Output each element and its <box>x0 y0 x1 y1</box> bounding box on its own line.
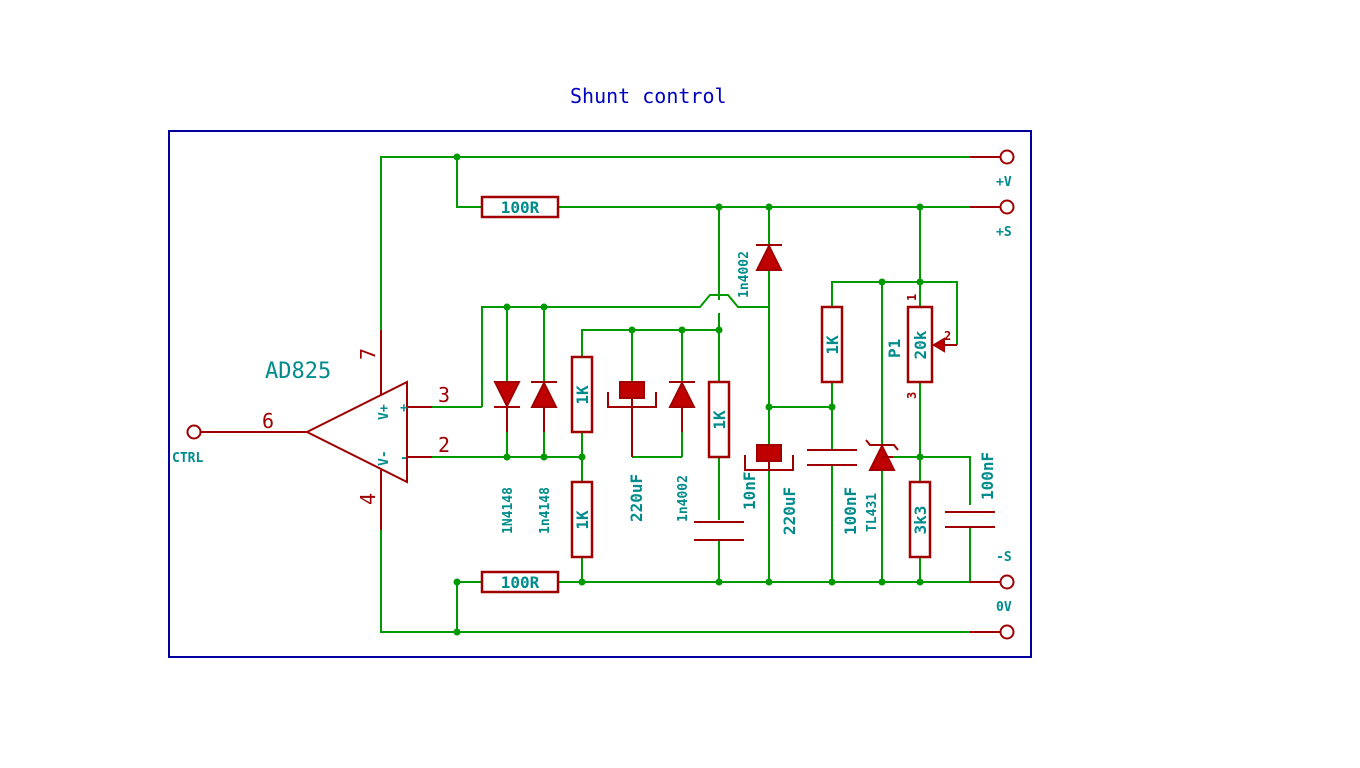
capacitor-10nf-value: 10nF <box>740 471 759 510</box>
sheet-frame <box>168 130 1032 658</box>
port-vplus: +V <box>996 175 1012 190</box>
pot-pin-2: 2 <box>944 329 951 343</box>
diode-1n4148-a: 1N4148 <box>493 381 521 534</box>
pot-ref: P1 <box>885 339 904 358</box>
sheet-title: Shunt control <box>570 84 727 108</box>
diode-1n4002-a: 1n4002 <box>668 380 696 522</box>
port-splus: +S <box>996 225 1012 240</box>
resistor-1k-d-value: 1K <box>823 335 842 355</box>
opamp-minus: - <box>400 451 408 466</box>
opamp-pin-vp: 7 <box>356 348 380 360</box>
resistor-3k3-value: 3k3 <box>911 506 930 535</box>
resistor-3k3: 3k3 <box>908 480 932 559</box>
port-sminus: -S <box>996 550 1012 565</box>
capacitor-220uf-b: 220uF <box>744 444 799 535</box>
resistor-1k-d: 1K <box>820 305 844 384</box>
resistor-100r-bottom-value: 100R <box>501 573 540 592</box>
capacitor-220uf-b-value: 220uF <box>780 487 799 535</box>
capacitor-100nf-a: 100nF <box>807 449 860 535</box>
capacitor-100nf-b: 100nF <box>945 452 997 528</box>
opamp-label-vn: V- <box>377 450 392 466</box>
diode-1n4148-a-value: 1N4148 <box>501 487 516 534</box>
capacitor-100nf-b-value: 100nF <box>978 452 997 500</box>
shunt-regulator-tl431: TL431 <box>865 439 899 532</box>
capacitor-100nf-a-value: 100nF <box>841 487 860 535</box>
resistor-100r-top: 100R <box>480 195 560 219</box>
resistor-1k-c-value: 1K <box>710 410 729 430</box>
ports: CTRL +V +S -S 0V <box>172 149 1015 640</box>
opamp-label-vp: V+ <box>377 404 392 420</box>
opamp-pin-vn: 4 <box>356 493 380 505</box>
tl431-value: TL431 <box>865 493 880 532</box>
opamp-plus: + <box>400 401 408 416</box>
junctions <box>453 153 924 636</box>
port-zero-v: 0V <box>996 600 1012 615</box>
resistor-1k-b-value: 1K <box>573 510 592 530</box>
port-ctrl: CTRL <box>172 451 203 466</box>
opamp-ref: AD825 <box>265 359 331 384</box>
capacitor-10nf: 10nF <box>694 471 759 541</box>
pot-pin-1: 1 <box>905 294 919 301</box>
capacitor-220uf-a-value: 220uF <box>627 474 646 522</box>
potentiometer-p1: 20k P1 1 2 3 <box>885 294 957 399</box>
diode-1n4002-b-value: 1n4002 <box>737 251 752 298</box>
resistor-1k-b: 1K <box>570 480 594 559</box>
pot-value: 20k <box>911 330 930 359</box>
diode-1n4148-b: 1n4148 <box>530 380 558 534</box>
resistor-1k-a-value: 1K <box>573 385 592 405</box>
resistor-100r-bottom: 100R <box>480 570 560 594</box>
opamp-pin-out: 6 <box>262 409 274 433</box>
capacitor-220uf-a: 220uF <box>607 381 657 522</box>
pot-pin-3: 3 <box>905 392 919 399</box>
opamp-pin-inp: 3 <box>438 383 450 407</box>
resistor-100r-top-value: 100R <box>501 198 540 217</box>
resistor-1k-a: 1K <box>570 355 594 434</box>
opamp-ad825: AD825 6 3 2 7 4 V+ V- + - <box>232 330 450 530</box>
diode-1n4002-b: 1n4002 <box>737 243 783 298</box>
diode-1n4148-b-value: 1n4148 <box>538 487 553 534</box>
resistor-1k-c: 1K <box>707 380 731 459</box>
opamp-pin-inn: 2 <box>438 433 450 457</box>
diode-1n4002-a-value: 1n4002 <box>676 475 691 522</box>
